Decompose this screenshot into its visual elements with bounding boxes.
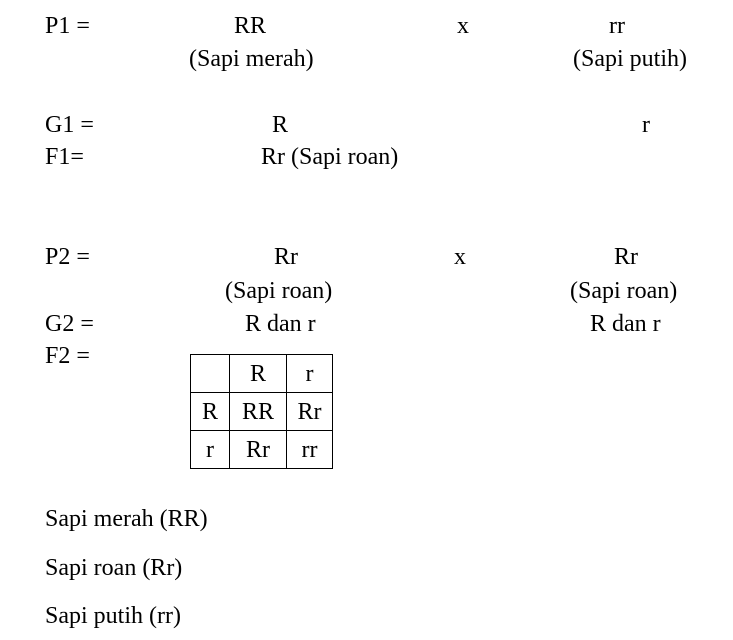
punnett-row-header-cell: r [190,430,230,469]
punnett-header-cell: r [286,354,333,393]
g1-gamete1: R [272,112,289,138]
punnett-header-cell: R [229,354,287,393]
p2-parent1-phenotype: (Sapi roan) [225,278,333,304]
punnett-cell: rr [286,430,333,469]
p1-parent2-phenotype: (Sapi putih) [573,46,687,72]
g1-label: G1 = [45,112,94,138]
punnett-cell: RR [229,392,287,431]
punnett-corner-cell [190,354,230,393]
f2-label: F2 = [45,343,90,369]
result-item: Sapi putih (rr) [45,603,181,629]
p1-label: P1 = [45,13,90,39]
punnett-square: R r R RR Rr r Rr rr [190,354,333,469]
punnett-row: R RR Rr [190,392,333,431]
p1-parent1-genotype: RR [234,13,267,39]
punnett-cell: Rr [286,392,333,431]
g1-gamete2: r [642,112,650,138]
result-item: Sapi roan (Rr) [45,555,183,581]
p2-parent2-phenotype: (Sapi roan) [570,278,678,304]
punnett-row: r Rr rr [190,430,333,469]
p2-parent1-genotype: Rr [274,244,298,270]
punnett-row-header-cell: R [190,392,230,431]
g2-gametes2: R dan r [590,311,661,337]
p1-parent1-phenotype: (Sapi merah) [189,46,314,72]
g2-label: G2 = [45,311,94,337]
p2-label: P2 = [45,244,90,270]
punnett-header-row: R r [190,354,333,393]
p2-cross-sign: x [454,244,466,270]
f1-label: F1= [45,144,84,170]
result-item: Sapi merah (RR) [45,506,208,532]
f1-offspring: Rr (Sapi roan) [261,144,399,170]
p1-cross-sign: x [457,13,469,39]
g2-gametes1: R dan r [245,311,316,337]
punnett-cell: Rr [229,430,287,469]
p2-parent2-genotype: Rr [614,244,638,270]
p1-parent2-genotype: rr [609,13,625,39]
